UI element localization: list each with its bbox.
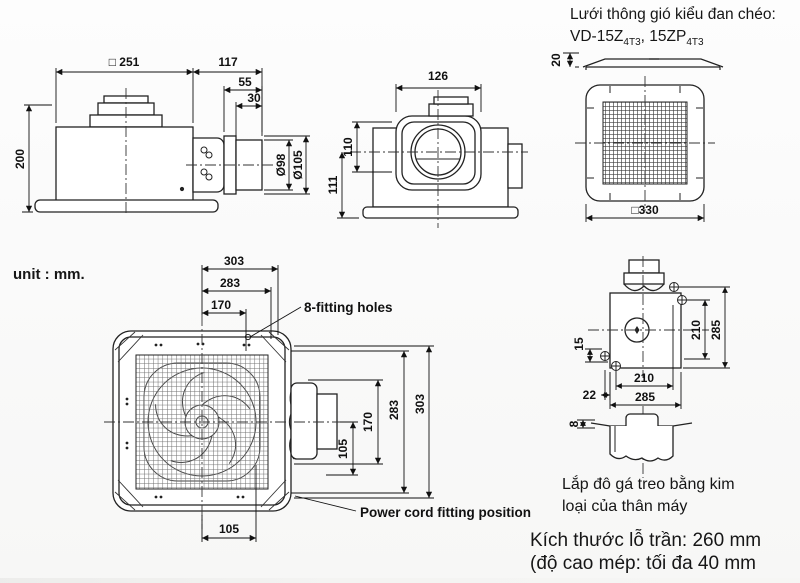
bracket-note-line-2: loại của thân máy — [562, 497, 688, 515]
dim-285-right: 285 — [709, 320, 723, 340]
back-view-dim-text: 126 110 111 — [326, 69, 448, 194]
fan-body-side-outline — [34, 95, 263, 213]
dim-pipe-outer: Ø105 — [291, 150, 305, 180]
title-line-1: Lưới thông gió kiểu đan chéo: — [570, 6, 776, 23]
dim-285-bottom: 285 — [635, 390, 655, 404]
drawing-bottom-view: 303 283 170 8-fitting holes 105 170 283 … — [104, 254, 531, 542]
ceiling-note-line-2: (độ cao mép: tối đa 40 mm — [530, 552, 756, 574]
fitting-holes-label: 8-fitting holes — [304, 300, 393, 315]
dim-body-height: 200 — [13, 149, 27, 169]
dim-283-top: 283 — [220, 276, 240, 290]
bottom-view-right-dim-text: 105 170 283 303 — [336, 394, 427, 459]
fan-body-back-outline — [362, 96, 523, 219]
dim-210-bottom: 210 — [634, 371, 654, 385]
bottom-view-right-dims — [291, 345, 434, 499]
dim-grille-thickness: 20 — [549, 53, 563, 67]
dim-170-right: 170 — [361, 412, 375, 432]
drawing-grille-view: 20 □330 — [549, 52, 724, 222]
drawing-side-view: □ 251 117 55 30 200 Ø98 Ø105 — [13, 55, 310, 214]
power-cord-label: Power cord fitting position — [360, 505, 531, 520]
dim-303-top: 303 — [224, 254, 244, 268]
model-sub-1: 4T3 — [623, 37, 641, 49]
centerlines — [125, 88, 274, 214]
dim-lower-height: 111 — [326, 175, 340, 194]
model-prefix: VD-15Z — [570, 28, 624, 46]
back-view-dimensions — [337, 84, 482, 219]
model-mid: , 15ZP — [640, 28, 687, 46]
bottom-view-top-dim-text: 303 283 170 8-fitting holes — [211, 254, 393, 315]
side-view-dimensions — [22, 68, 310, 213]
power-cord-leader — [294, 495, 357, 512]
dim-upper-height: 110 — [341, 137, 355, 157]
dim-pipe-inner: Ø98 — [274, 153, 288, 176]
dim-8-bracket: 8 — [567, 420, 581, 427]
product-title: Lưới thông gió kiểu đan chéo: VD-15Z4T3,… — [570, 4, 776, 51]
dim-grille-size: □330 — [631, 203, 659, 217]
centerlines — [588, 256, 709, 478]
unit-note: unit : mm. — [13, 266, 85, 283]
ceiling-hole-note: Kích thước lỗ trần: 260 mm (độ cao mép: … — [530, 530, 798, 576]
drawing-back-view: 126 110 111 — [326, 69, 528, 228]
dim-pipe-len: 30 — [247, 91, 261, 105]
duct-outlet-bottom — [290, 382, 318, 460]
bracket-note: Lắp đô gá treo bằng kim loại của thân má… — [562, 474, 772, 517]
fan-body-top-outline — [609, 259, 682, 369]
dim-170-top: 170 — [211, 298, 231, 312]
bottom-view-top-dims — [201, 265, 302, 351]
dim-283-right: 283 — [387, 400, 401, 420]
grille-corner-marks — [587, 86, 703, 200]
dim-body-width: □ 251 — [109, 55, 140, 69]
bracket-body-break — [609, 426, 674, 462]
dim-15-left: 15 — [572, 337, 586, 351]
dim-adapter-width: 126 — [428, 69, 448, 83]
dim-coupling: 55 — [238, 75, 252, 89]
grille-size-dim — [585, 204, 705, 222]
top-view-dimensions — [577, 286, 730, 429]
centerlines — [350, 90, 528, 228]
bracket-note-line-1: Lắp đô gá treo bằng kim — [562, 476, 735, 493]
duct-pipe-bottom — [316, 393, 338, 450]
grille-thickness-dim — [563, 52, 579, 68]
dim-105-bottom: 105 — [219, 522, 239, 536]
dim-210-right: 210 — [689, 320, 703, 340]
ceiling-note-line-1: Kích thước lỗ trần: 260 mm — [530, 530, 762, 551]
model-sub-2: 4T3 — [686, 37, 704, 49]
centerlines — [104, 315, 348, 529]
centerlines — [575, 76, 715, 211]
duct-pipe-top — [628, 259, 660, 274]
grille-side-profile — [582, 58, 724, 70]
fitting-holes-leader — [249, 306, 302, 338]
scan-edge-artifact — [0, 578, 800, 583]
dim-303-right: 303 — [413, 394, 427, 414]
dim-105-right: 105 — [336, 439, 350, 459]
dim-duct-length: 117 — [218, 55, 238, 69]
bottom-view-bottom-dims — [201, 465, 357, 542]
drawing-top-view: 210 285 15 22 210 285 8 — [567, 256, 730, 478]
top-view-dim-text: 210 285 15 22 210 285 8 — [567, 320, 723, 428]
hanging-bracket-section — [590, 413, 693, 462]
dim-22-left: 22 — [583, 388, 597, 402]
side-view-details — [179, 146, 213, 192]
bracket-screws — [600, 282, 687, 371]
side-view-dim-text: □ 251 117 55 30 200 Ø98 Ø105 — [13, 55, 305, 180]
corner-gussets — [114, 331, 290, 511]
model-numbers: VD-15Z4T3, 15ZP4T3 — [570, 26, 776, 51]
